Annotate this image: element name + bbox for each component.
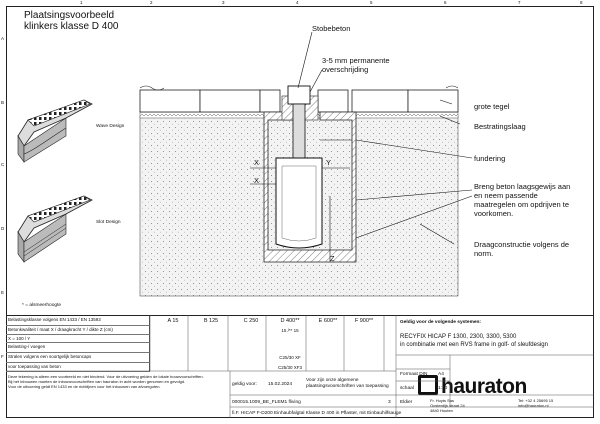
title-block-grid bbox=[6, 315, 594, 418]
cross-section-drawing bbox=[139, 31, 473, 297]
sheet-number: 3 bbox=[388, 400, 391, 405]
concrete-quality-1: C25/30 XF bbox=[279, 355, 301, 360]
marker-top-4: 4 bbox=[296, 0, 299, 5]
paver-tiles bbox=[139, 89, 459, 113]
address-line-2: Oosterdijk straat 24 bbox=[430, 403, 465, 408]
tb-row6-label: voor toepassing van beton bbox=[6, 363, 150, 372]
callout-fundering: fundering bbox=[474, 154, 506, 163]
elder-label: Eldier bbox=[400, 400, 413, 405]
system-heading: Geldig voor de volgende systemen: bbox=[400, 320, 482, 325]
callout-draag-line-1: Draagconstructie volgens de bbox=[474, 240, 570, 249]
marker-top-1: 1 bbox=[80, 0, 83, 5]
drainage-channel bbox=[275, 85, 323, 249]
marker-side-b: B bbox=[1, 100, 5, 105]
tb-note-2: Bij het inbouwen moeten de inbouwvoorsch… bbox=[8, 379, 186, 384]
validity-note-line-2: plaatsingsvoorschriften van toepassing bbox=[306, 384, 389, 389]
marker-top-3: 3 bbox=[222, 0, 225, 5]
hauraton-logo: hauraton bbox=[418, 375, 527, 399]
tb-row5-label: Stralen volgens een soortgelijk betoncap… bbox=[6, 353, 150, 363]
marker-top-5: 5 bbox=[370, 0, 373, 5]
scale-value: 1:10 bbox=[438, 386, 448, 391]
class-a15: A 15 bbox=[167, 318, 179, 324]
callout-draag-line-2: norm. bbox=[474, 249, 494, 258]
contact: Tel: +32 4 25695 15 info@hauraton.nl bbox=[518, 398, 553, 408]
wave-design-sketch bbox=[17, 99, 93, 163]
callout-concrete-line-4: voorkomen. bbox=[474, 209, 514, 218]
validity-note-line-1: Voor zijn onze algemene bbox=[306, 378, 359, 383]
logo-mark-icon bbox=[418, 375, 438, 395]
scale-label: schaal bbox=[400, 386, 414, 391]
callout-grote-tegel: grote tegel bbox=[474, 102, 510, 111]
class-e600: E 600** bbox=[318, 318, 338, 324]
address-line-1: Fr. Huyts Sas bbox=[430, 398, 455, 403]
callout-bestratingslaag: Bestratingslaag bbox=[474, 122, 526, 131]
dimension-lines bbox=[250, 139, 352, 262]
marker-side-a: A bbox=[1, 36, 5, 41]
class-f900: F 900** bbox=[354, 318, 374, 324]
callout-concrete-line-2: en neem passende bbox=[474, 191, 538, 200]
callout-concrete-line-3: maatregelen om opdrijven te bbox=[474, 200, 570, 209]
marker-top-2: 2 bbox=[150, 0, 153, 5]
tb-row2-label: Betonkwaliteit / maat X / draagkracht Y … bbox=[6, 326, 150, 335]
validity-date: 15.02.2024 bbox=[268, 382, 293, 387]
slot-design-label: Slot Design bbox=[96, 220, 121, 225]
format-value: A4 bbox=[438, 372, 444, 377]
address-line-3: 4840 Houten bbox=[430, 408, 453, 413]
drawing-frame bbox=[6, 6, 594, 418]
dim-y: Y bbox=[326, 158, 332, 167]
tb-row1-label: Belastingsklasse volgens EN 1433 / EN 13… bbox=[6, 316, 150, 326]
contact-tel: Tel: +32 4 25695 15 bbox=[518, 398, 554, 403]
callout-joint: 3-5 mm permanente overschrijding bbox=[322, 56, 390, 74]
class-d400: D 400** bbox=[280, 318, 300, 324]
marker-side-e: E bbox=[1, 290, 5, 295]
validity-label: geldig voor: bbox=[232, 382, 257, 387]
dim-x-top: X bbox=[254, 158, 260, 167]
validity-note: Voor zijn onze algemene plaatsingsvoorsc… bbox=[306, 378, 389, 390]
callout-concrete-note: Breng beton laagsgewijs aan en neem pass… bbox=[474, 182, 570, 218]
system-line-2: in combinatie met een RVS frame in golf-… bbox=[400, 342, 548, 348]
tb-note-1: Deze tekening is alleen een voorbeeld en… bbox=[8, 374, 204, 379]
wave-design-label: Wave Design bbox=[96, 124, 125, 129]
tb-row4-label: Belasting-/ voegen bbox=[6, 343, 150, 353]
footnote: * = alsmeerhoogte bbox=[22, 303, 62, 308]
system-line-1: RECYFIX HICAP F 1300, 2300, 3300, 5300 bbox=[400, 334, 517, 340]
d400-dimensions: 15 /** 15 bbox=[281, 328, 299, 333]
callout-stobebeton: Stobebeton bbox=[312, 24, 351, 33]
bottom-title: fi.F. HICAP F-D200 Einhaubfalgtal Klasse… bbox=[232, 411, 402, 416]
address: Fr. Huyts Sas Oosterdijk straat 24 4840 … bbox=[430, 398, 465, 413]
title-line-2: klinkers klasse D 400 bbox=[24, 21, 119, 32]
class-c250: C 250 bbox=[243, 318, 259, 324]
concrete-quality-2: C25/30 XF3 bbox=[277, 365, 302, 370]
title-line-1: Plaatsingsvoorbeeld bbox=[24, 10, 115, 21]
marker-top-7: 7 bbox=[518, 0, 521, 5]
marker-top-8: 8 bbox=[580, 0, 583, 5]
callout-joint-line-2: overschrijding bbox=[322, 65, 369, 74]
dim-x-bottom: X bbox=[254, 176, 260, 185]
drawing-title: Plaatsingsvoorbeeld klinkers klasse D 40… bbox=[24, 10, 118, 32]
tb-notes: Deze tekening is alleen een voorbeeld en… bbox=[8, 374, 228, 389]
tb-note-3: Voor de uitvoering geldt EN 1433 en de r… bbox=[8, 384, 161, 389]
marker-side-d: D bbox=[1, 226, 5, 231]
callout-concrete-line-1: Breng beton laagsgewijs aan bbox=[474, 182, 571, 191]
marker-side-c: C bbox=[1, 162, 5, 167]
product-sketches bbox=[17, 99, 93, 263]
logo-text: hauraton bbox=[441, 375, 527, 398]
drawing-number: 000015.1009_BE_FLEM1 fliving bbox=[232, 400, 301, 405]
slot-design-sketch bbox=[17, 195, 93, 263]
format-label: Formaat DIN bbox=[400, 372, 428, 377]
contact-mail: info@hauraton.nl bbox=[518, 403, 549, 408]
title-block: Belastingsklasse volgens EN 1433 / EN 13… bbox=[6, 315, 594, 418]
leader-lines bbox=[297, 31, 473, 245]
callout-joint-line-1: 3-5 mm permanente bbox=[322, 56, 390, 65]
dim-z: Z bbox=[330, 254, 335, 263]
marker-top-6: 6 bbox=[444, 0, 447, 5]
marker-side-f: F bbox=[1, 354, 4, 359]
class-b125: B 125 bbox=[203, 318, 219, 324]
tb-row3-label: X = 100 / Y bbox=[6, 335, 150, 343]
callout-draagconstructie: Draagconstructie volgens de norm. bbox=[474, 240, 569, 258]
